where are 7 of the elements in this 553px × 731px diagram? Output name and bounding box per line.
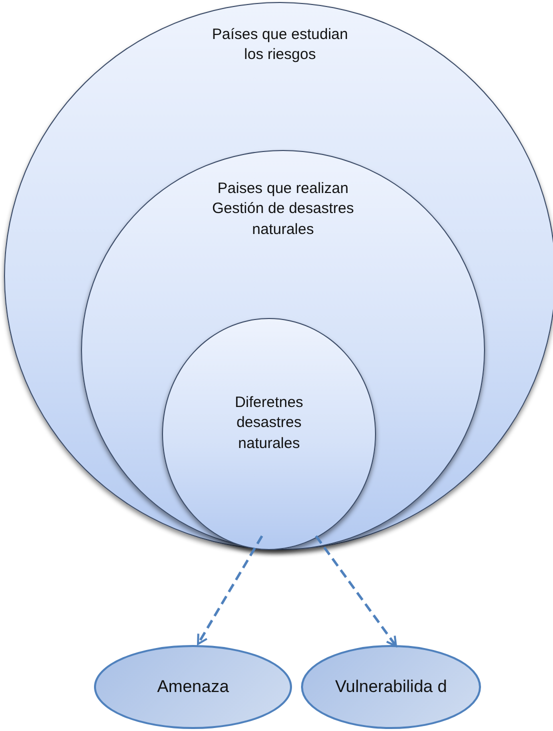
circle-label: Países que estudian los riesgos <box>211 25 349 66</box>
dashed-arrow <box>314 535 398 647</box>
circle-label: Diferetnes desastres naturales <box>234 393 304 454</box>
ellipse-label: Amenaza <box>156 676 230 698</box>
ellipse-label: Vulnerabilida d <box>334 676 448 698</box>
dashed-arrow <box>196 535 264 645</box>
circle-label: Paises que realizan Gestión de desastres naturales <box>211 179 355 240</box>
